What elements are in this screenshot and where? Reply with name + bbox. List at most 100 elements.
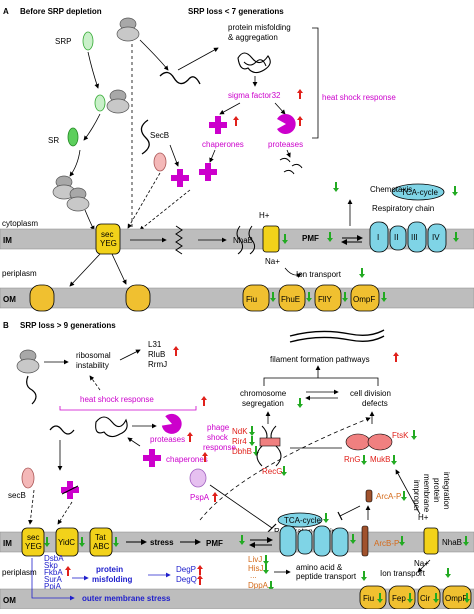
cell-division-label-2: defects	[362, 399, 388, 408]
ribosome-icon	[16, 349, 40, 374]
up-arrow-icon	[212, 492, 218, 502]
up-arrow-icon	[297, 116, 303, 126]
secb-icon	[153, 152, 167, 172]
chaperone-list-item: DsbA	[44, 554, 64, 563]
panel-a-title-left: Before SRP depletion	[20, 7, 102, 16]
chemotaxis-label: Chemotaxis	[370, 185, 412, 194]
complex-iii-label: III	[411, 233, 418, 242]
recg-dna-icon	[256, 425, 282, 467]
arrow	[84, 209, 95, 231]
down-arrow-icon	[401, 491, 407, 501]
phage-label-1: phage	[207, 423, 230, 432]
chaperone-list-item: PpiA	[44, 582, 62, 591]
sigma-label: sigma factor32	[228, 91, 281, 100]
porin-label: Cir	[420, 594, 431, 603]
down-arrow-icon	[361, 455, 367, 465]
dbhb-label: DbhB	[232, 447, 252, 456]
panel-b-letter: B	[3, 321, 9, 330]
aggregate-icon	[237, 52, 271, 74]
nhab-icon	[262, 225, 280, 253]
tca-label: TCA-cycle	[401, 188, 438, 197]
transporter-item: LivJ	[248, 555, 262, 564]
chaperone-icon	[199, 163, 217, 181]
oms-label: outer membrane stress	[82, 594, 171, 603]
proteases-label: proteases	[150, 435, 185, 444]
amino-acid-label-1: amino acid &	[296, 563, 343, 572]
arrow	[83, 113, 101, 141]
rlub-label: RluB	[148, 350, 165, 359]
nhab-icon	[423, 527, 439, 555]
secyeg-label-1: sec	[27, 533, 39, 542]
yidc-label: YidC	[58, 538, 75, 547]
aggregate-icon	[95, 416, 128, 438]
complex-i-icon	[279, 525, 297, 557]
inhibition-line	[209, 484, 273, 529]
rir4-label: Rir4	[232, 437, 247, 446]
protein-misfolding-label-2: misfolding	[92, 575, 133, 584]
secyeg-label-2: YEG	[100, 239, 117, 248]
arrow	[139, 39, 169, 71]
transporter-item: DppA	[248, 581, 269, 590]
complex-iii-icon	[407, 221, 427, 253]
bracket	[263, 377, 379, 386]
complex-ii-label: II	[394, 233, 398, 242]
arrow-dashed	[139, 189, 191, 231]
nascent-chain-icon	[159, 71, 201, 85]
porin-icon	[314, 284, 342, 312]
secyeg-icon	[95, 223, 121, 255]
complex-iv-icon	[427, 223, 447, 253]
ribosome-icon	[116, 17, 140, 42]
bracket	[312, 27, 319, 139]
arrow	[87, 51, 100, 89]
hplus-label: H+	[259, 211, 270, 220]
arca-label: ArcA-P	[376, 492, 401, 501]
phage-label-2: shock	[207, 433, 229, 442]
down-arrow-icon	[333, 182, 339, 192]
ion-transport-label: Ion transport	[296, 270, 342, 279]
improper-label-1: improper	[412, 480, 421, 512]
protease-icon	[277, 114, 296, 134]
improper-label-2: membrane	[422, 474, 431, 513]
phage-label-3: response	[203, 443, 236, 452]
porin-icon	[350, 284, 380, 312]
complex-i-label: I	[377, 233, 379, 242]
secb-label: secB	[8, 491, 26, 500]
srp-label: SRP	[55, 37, 71, 46]
up-arrow-icon	[297, 89, 303, 99]
porin-label: OmpF	[353, 295, 375, 304]
improper-label-3: protein	[432, 478, 441, 502]
ion-transport-label: Ion transport	[380, 569, 426, 578]
pspa-icon	[189, 468, 207, 488]
tca-label: TCA-cycle	[284, 516, 321, 525]
heat-shock-label: heat shock response	[80, 395, 154, 404]
yidc-icon	[55, 527, 79, 557]
arca-icon	[365, 489, 373, 503]
complex-i-icon	[369, 221, 389, 253]
hplus-label: H+	[418, 513, 429, 522]
amino-acid-label-2: peptide transport	[296, 572, 357, 581]
up-arrow-icon	[187, 432, 193, 442]
naplus-label: Na+	[414, 559, 429, 568]
rng-label: RnG	[344, 455, 360, 464]
filament-icon	[289, 335, 385, 343]
pspa-label: PspA	[190, 493, 210, 502]
tca-cycle-icon	[391, 183, 445, 201]
arrow	[395, 469, 421, 515]
secyeg-label-1: sec	[101, 230, 113, 239]
arrow	[219, 102, 241, 115]
degq-label: DegQ	[176, 575, 197, 584]
membrane-protein-icon	[236, 225, 244, 255]
peptides-icon	[279, 157, 303, 175]
up-arrow-icon	[173, 346, 179, 356]
degp-label: DegP	[176, 565, 196, 574]
chaperone-list-item: SurA	[44, 575, 62, 584]
periplasm-label: periplasm	[2, 269, 37, 278]
misfolding-label: protein misfolding	[228, 23, 291, 32]
srp-ribosome-icon	[94, 94, 106, 112]
up-arrow-icon	[197, 565, 203, 575]
porin-label: Fep	[392, 594, 406, 603]
nhab-label: NhaB	[442, 538, 462, 547]
ribosomal-label-2: instability	[76, 361, 109, 370]
porin-label: Fiu	[246, 295, 257, 304]
